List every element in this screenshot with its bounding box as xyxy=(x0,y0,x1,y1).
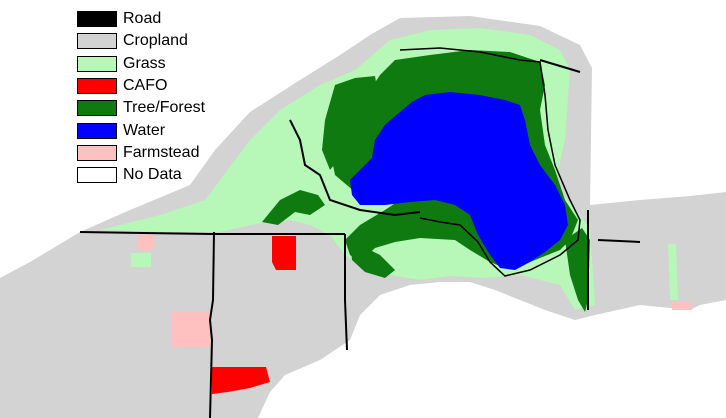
forest-area xyxy=(350,240,395,278)
farmstead-patch xyxy=(138,232,154,250)
legend-swatch xyxy=(77,55,117,72)
cafo-patch xyxy=(272,236,296,270)
legend-item: Grass xyxy=(77,53,205,75)
stream-line xyxy=(399,47,581,277)
legend-label: CAFO xyxy=(123,77,168,95)
legend-item: Farmstead xyxy=(77,142,205,164)
grass-patch xyxy=(668,244,678,300)
legend-label: Cropland xyxy=(123,32,188,50)
legend-swatch xyxy=(77,33,117,50)
legend-label: Farmstead xyxy=(123,143,200,161)
legend-swatch xyxy=(77,78,117,95)
legend-item: Road xyxy=(77,8,205,30)
legend-swatch xyxy=(77,144,117,161)
grass-patch xyxy=(131,253,151,267)
legend-item: No Data xyxy=(77,164,205,186)
legend-swatch xyxy=(77,167,117,184)
cafo-patch xyxy=(212,367,270,394)
legend-item: Cropland xyxy=(77,30,205,52)
farmstead-patch xyxy=(672,302,692,310)
legend-swatch xyxy=(77,122,117,139)
legend-item: Water xyxy=(77,119,205,141)
forest-area xyxy=(565,228,590,312)
legend-label: Water xyxy=(123,121,166,139)
legend-item: Tree/Forest xyxy=(77,97,205,119)
legend-swatch xyxy=(77,100,117,117)
forest-area xyxy=(262,190,325,225)
forest-area xyxy=(322,76,378,170)
water-area xyxy=(350,92,568,270)
legend-swatch xyxy=(77,11,117,28)
road-lines xyxy=(79,59,641,418)
legend-label: Grass xyxy=(123,54,166,72)
legend-item: CAFO xyxy=(77,75,205,97)
legend-label: No Data xyxy=(123,166,182,184)
farmstead-patch xyxy=(172,312,210,348)
legend-label: Tree/Forest xyxy=(123,99,206,117)
legend-label: Road xyxy=(123,10,162,28)
